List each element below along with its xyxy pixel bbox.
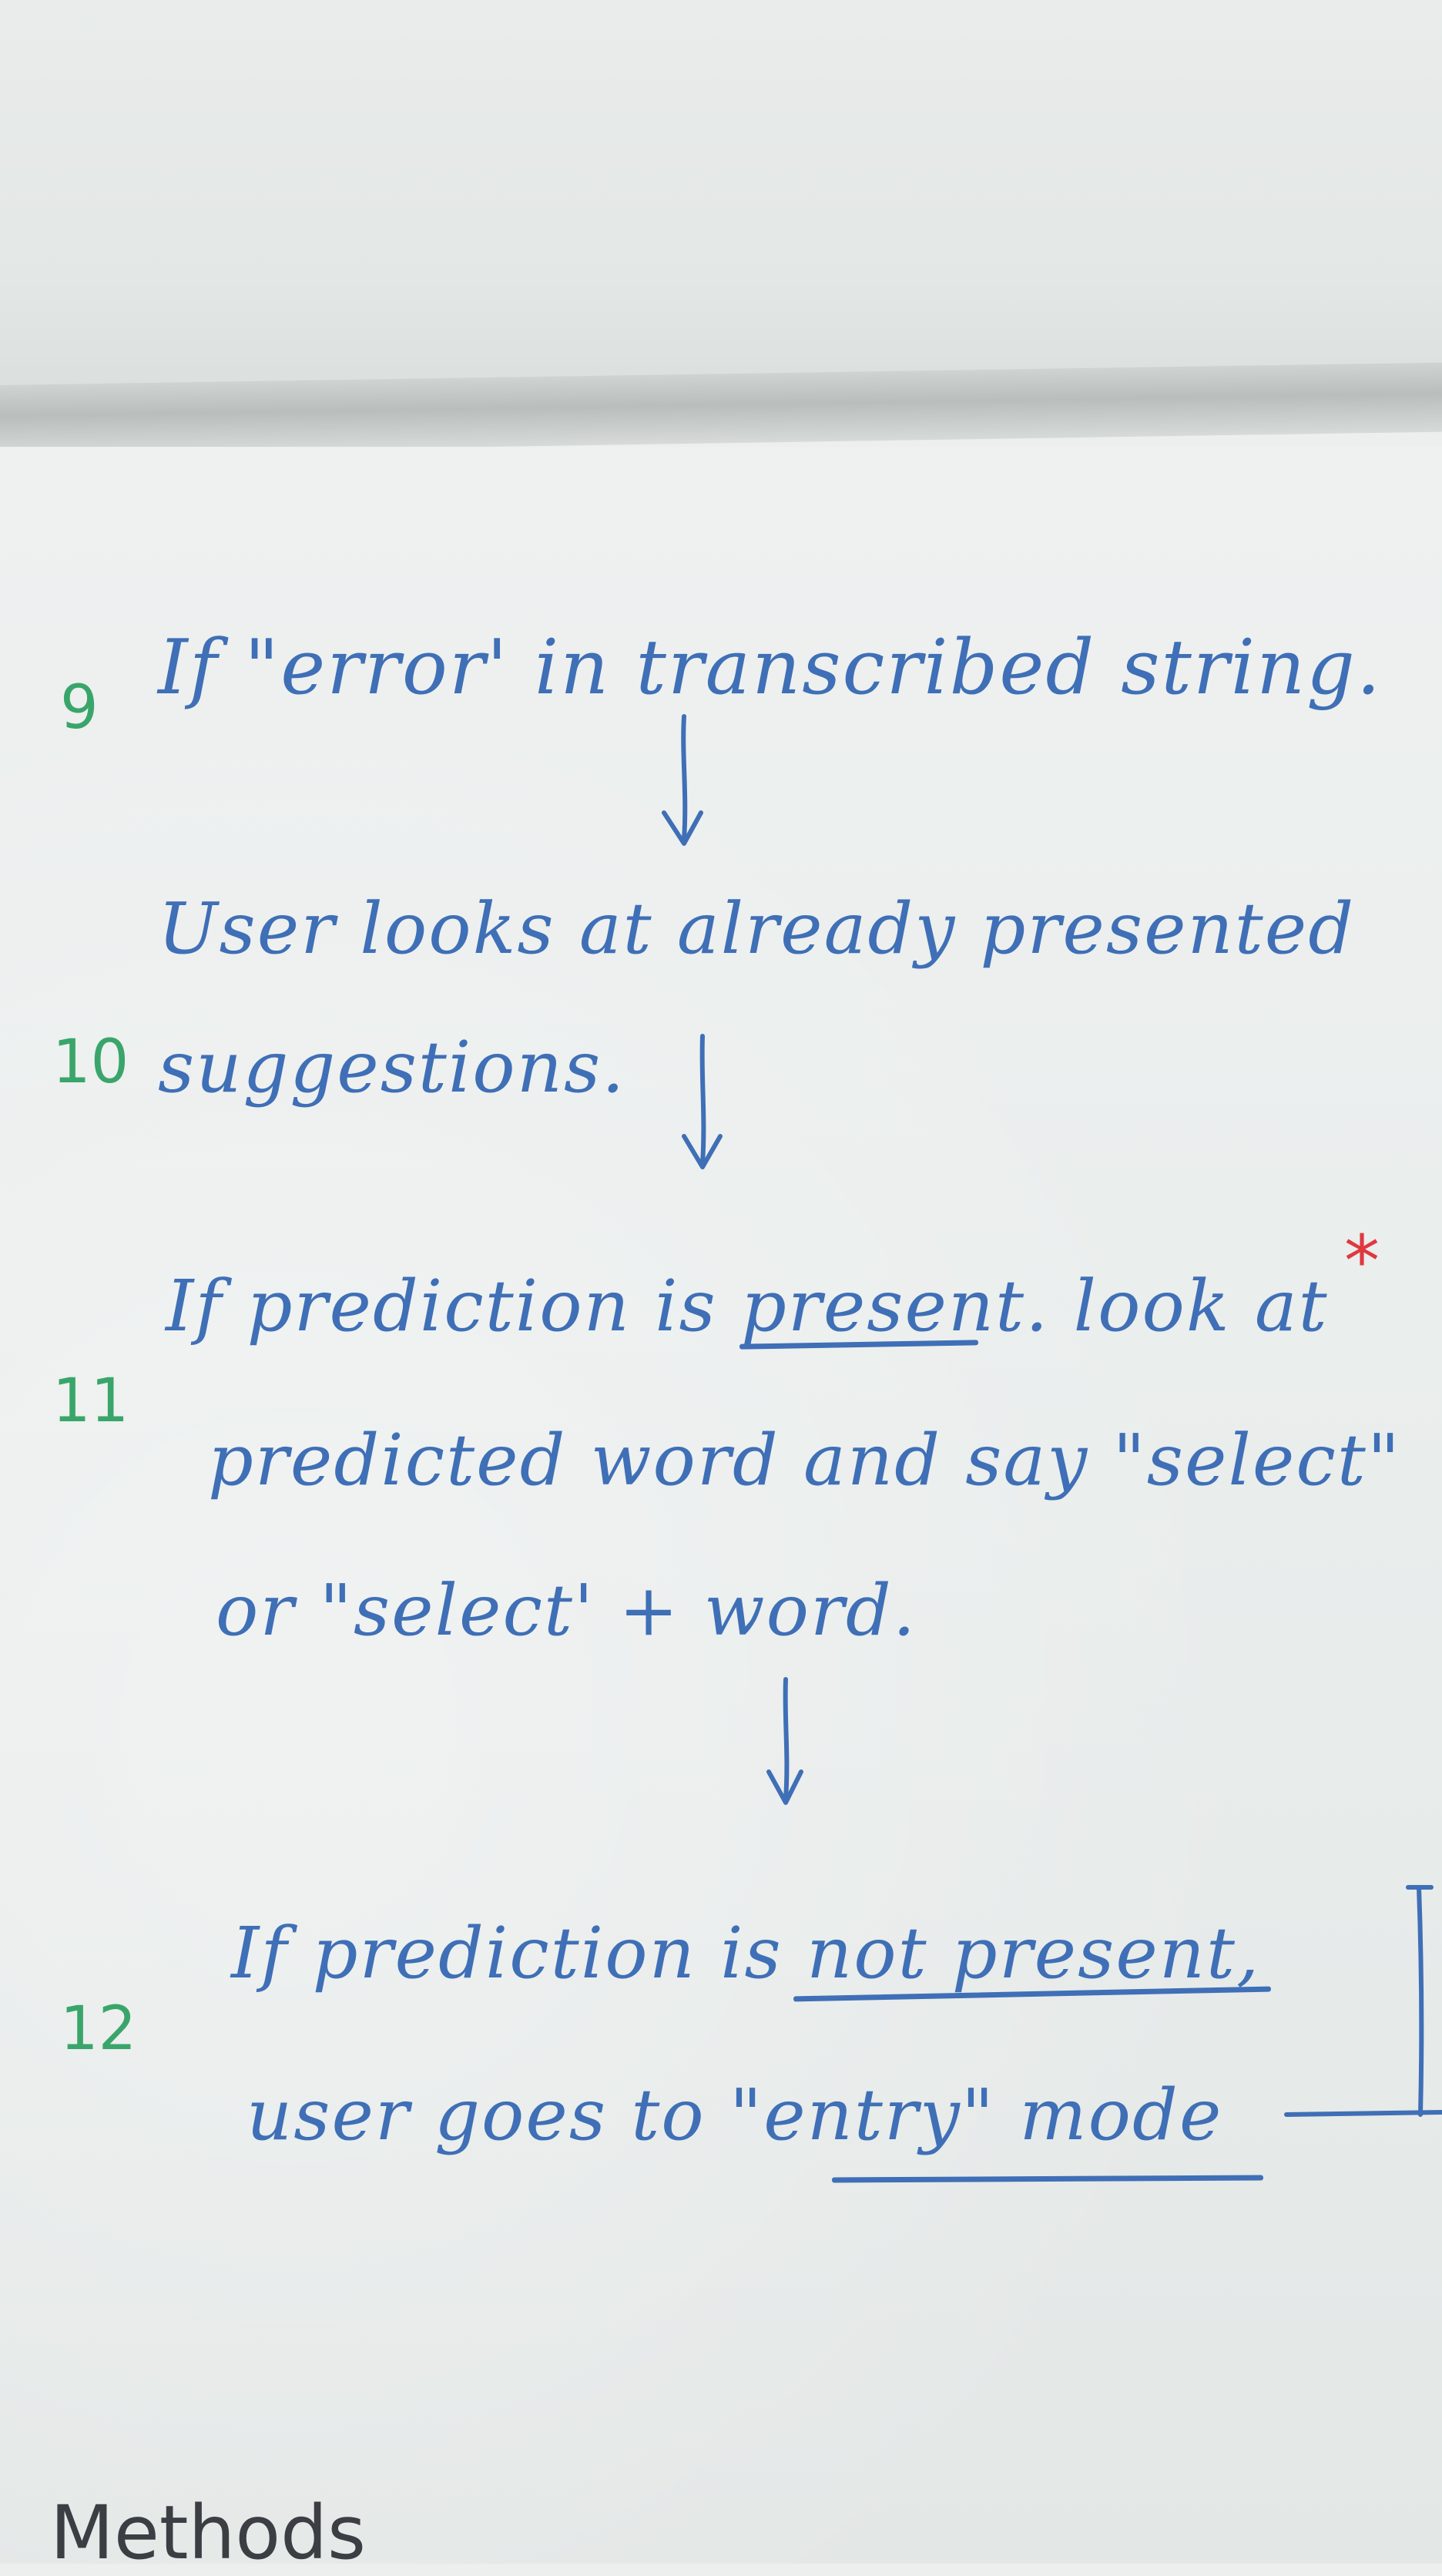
wall-background <box>0 0 1442 401</box>
step-10-line-1: User looks at already presented <box>158 887 1356 970</box>
step-11-line-2: predicted word and say "select" <box>208 1419 1402 1501</box>
step-10-line-2: suggestions. <box>158 1026 626 1109</box>
side-bracket-icon <box>1284 1885 1442 2117</box>
arrow-10-to-11-icon <box>682 1034 723 1169</box>
arrow-9-to-10-icon <box>662 714 703 846</box>
methods-heading: Methods <box>50 2490 367 2576</box>
whiteboard <box>0 447 1442 2564</box>
step-11-line-1: If prediction is present. look at <box>166 1265 1329 1347</box>
step-12-line-1: If prediction is not present, <box>231 1912 1261 1994</box>
step-number-9: 9 <box>60 673 99 743</box>
step-number-10: 10 <box>52 1028 129 1097</box>
arrow-11-to-12-icon <box>766 1677 803 1805</box>
step-11-line-3: or "select' + word. <box>216 1569 917 1652</box>
step-number-11: 11 <box>52 1367 129 1436</box>
step-9-line-1: If "error' in transcribed string. <box>158 624 1383 712</box>
red-asterisk-mark: * <box>1344 1220 1380 1303</box>
step-12-line-2: user goes to "entry" mode <box>246 2074 1223 2156</box>
step-number-12: 12 <box>60 1994 137 2064</box>
